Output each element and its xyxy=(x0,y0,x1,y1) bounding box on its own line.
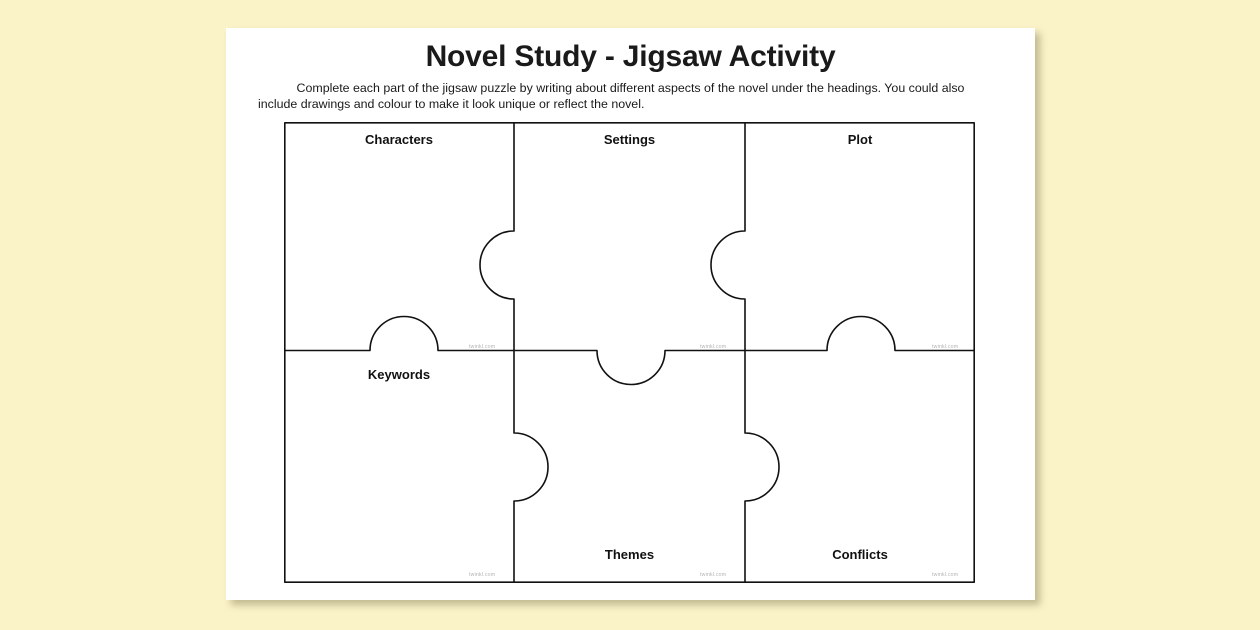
instructions-line-1: Complete each part of the jigsaw puzzle … xyxy=(296,81,965,95)
page-title: Novel Study - Jigsaw Activity xyxy=(425,40,836,73)
jigsaw-outer-border xyxy=(284,122,975,583)
cell-label-plot: Plot xyxy=(847,132,873,147)
watermark: twinkl.com xyxy=(932,572,959,578)
watermark: twinkl.com xyxy=(700,344,727,350)
cell-label-characters: Characters xyxy=(365,132,433,147)
jigsaw-grid: Characters Settings Plot Keywords Themes… xyxy=(284,122,975,583)
divider-vertical-right-lower xyxy=(744,349,780,583)
cell-label-themes: Themes xyxy=(604,547,655,562)
watermark: twinkl.com xyxy=(469,572,496,578)
watermark: twinkl.com xyxy=(700,572,727,578)
cell-label-conflicts: Conflicts xyxy=(832,547,888,562)
divider-vertical-left xyxy=(479,122,515,352)
instructions-text: Complete each part of the jigsaw puzzle … xyxy=(258,80,1003,112)
watermark: twinkl.com xyxy=(469,344,496,350)
jigsaw-outline-svg xyxy=(284,122,975,583)
worksheet-page: Novel Study - Jigsaw Activity Complete e… xyxy=(226,28,1035,600)
divider-vertical-right xyxy=(710,122,746,352)
divider-horizontal xyxy=(284,315,975,386)
cell-label-settings: Settings xyxy=(603,132,656,147)
watermark: twinkl.com xyxy=(932,344,959,350)
instructions-line-2: include drawings and colour to make it l… xyxy=(258,97,645,111)
divider-vertical-left-lower xyxy=(513,349,549,583)
cell-label-keywords: Keywords xyxy=(367,367,431,382)
